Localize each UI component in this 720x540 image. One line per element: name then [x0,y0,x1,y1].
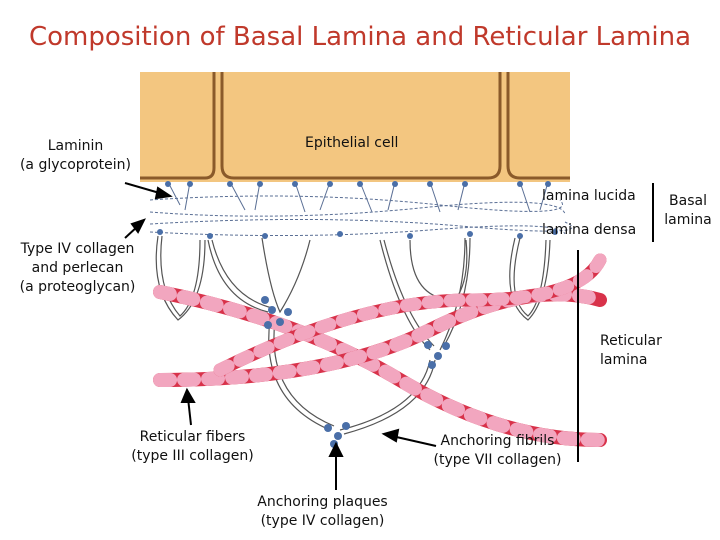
label-laminin: Laminin (a glycoprotein) [8,137,143,175]
label-reticular-fibers-line2: (type III collagen) [131,448,254,464]
label-anchoring-plaques: Anchoring plaques (type IV collagen) [245,493,400,531]
label-laminin-line1: Laminin [47,138,104,154]
laminin-nodes [157,181,558,239]
label-reticular-lamina: Reticular lamina [600,332,662,370]
label-type-iv-collagen: Type IV collagen and perlecan (a proteog… [5,240,150,297]
basal-lamina-network [149,195,573,237]
label-reticular-line1: Reticular [600,333,662,349]
anchoring-fibrils [155,235,551,435]
label-lamina-densa: lamina densa [542,222,637,238]
label-anchoring-fibrils: Anchoring fibrils (type VII collagen) [425,432,570,470]
label-epithelial-cell: Epithelial cell [305,135,399,151]
diagram-title: Composition of Basal Lamina and Reticula… [28,22,692,52]
label-collagen4-line1: Type IV collagen [20,241,135,257]
pointer-arrows [124,182,437,490]
label-basal-lamina: Basal lamina [658,192,718,230]
label-laminin-line2: (a glycoprotein) [19,157,132,173]
label-anchoring-plaques-line2: (type IV collagen) [260,513,385,529]
label-collagen4-line2: and perlecan [31,260,124,276]
label-anchoring-fibrils-line1: Anchoring fibrils [440,433,555,449]
label-anchoring-fibrils-line2: (type VII collagen) [433,452,562,468]
label-collagen4-line3: (a proteoglycan) [19,279,136,295]
label-basal-line2: lamina [664,212,712,228]
epithelial-cells [140,72,570,182]
label-lamina-lucida: lamina lucida [542,188,636,204]
reticular-fibers [153,253,607,447]
label-reticular-line2: lamina [600,352,648,368]
label-anchoring-plaques-line1: Anchoring plaques [257,494,388,510]
label-reticular-fibers: Reticular fibers (type III collagen) [120,428,265,466]
anchoring-plaques [261,296,450,448]
label-reticular-fibers-line1: Reticular fibers [139,429,246,445]
label-basal-line1: Basal [669,193,707,209]
